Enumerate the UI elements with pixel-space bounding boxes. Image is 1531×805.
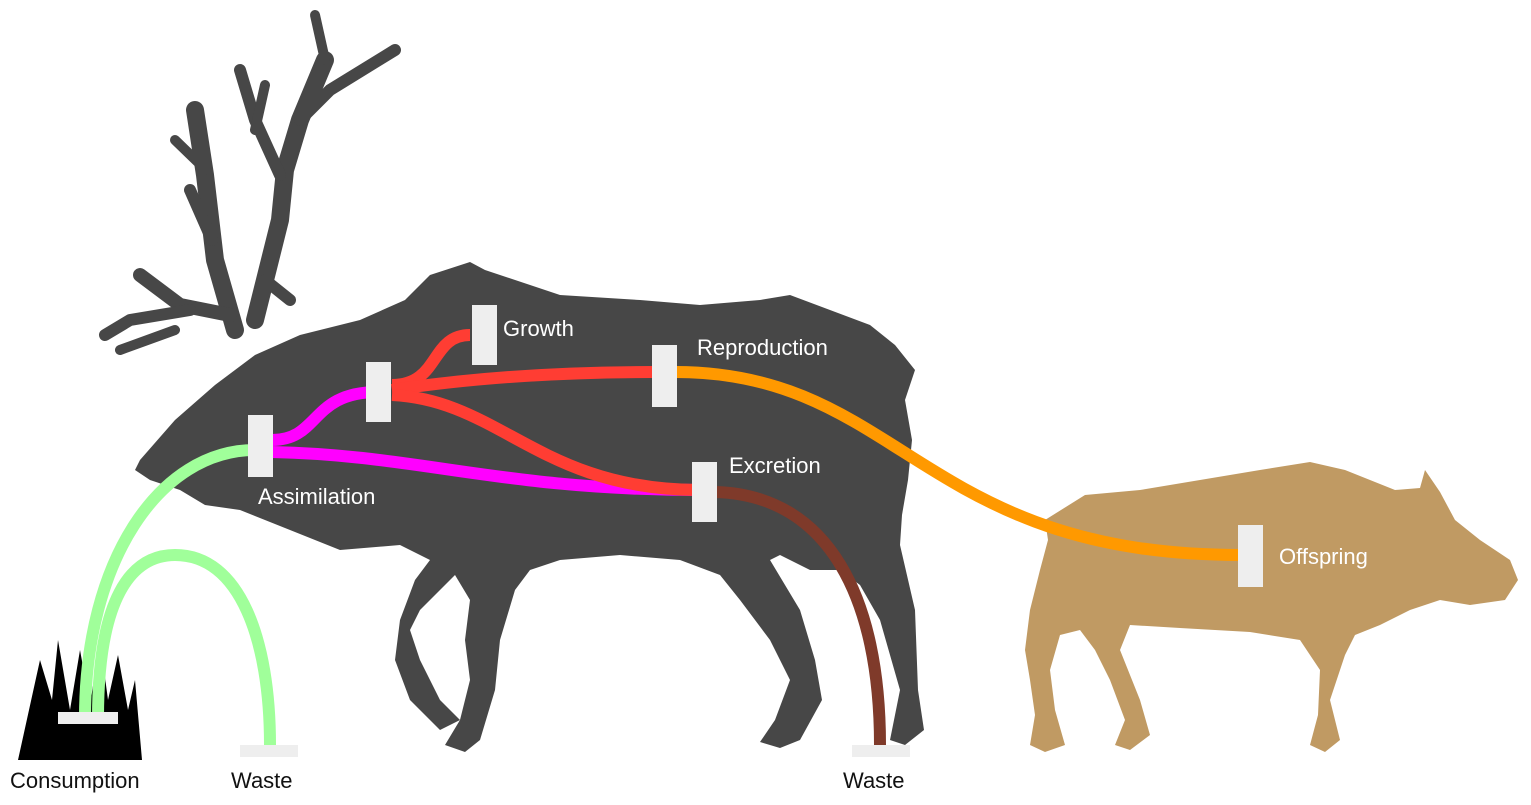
consumption-label: Consumption — [10, 768, 140, 793]
reproduction-label: Reproduction — [697, 335, 828, 360]
growth-node — [472, 305, 497, 365]
reproduction-node — [652, 345, 677, 407]
waste-left-node — [240, 745, 298, 757]
excretion-to-waste-flow — [714, 486, 886, 746]
waste-right-label: Waste — [843, 768, 905, 793]
consumption-to-waste-flow — [92, 548, 276, 746]
assimilation-to-production-flow — [271, 386, 379, 446]
elk-silhouette — [99, 10, 924, 752]
assimilation-label: Assimilation — [258, 484, 376, 509]
offspring-node — [1238, 525, 1263, 587]
waste-left-label: Waste — [231, 768, 293, 793]
flow-nodes — [58, 305, 1263, 757]
consumption-node — [58, 712, 118, 724]
offspring-label: Offspring — [1279, 544, 1368, 569]
growth-label: Growth — [503, 316, 574, 341]
calf-silhouette — [1025, 462, 1518, 752]
production-node — [366, 362, 391, 422]
reproduction-to-offspring-flow — [674, 366, 1241, 561]
assimilation-node — [248, 415, 273, 477]
excretion-node — [692, 462, 717, 522]
elk-antlers — [99, 10, 401, 355]
excretion-label: Excretion — [729, 453, 821, 478]
waste-right-node — [852, 745, 910, 757]
flow-paths — [79, 329, 1241, 746]
production-to-reproduction-flow — [391, 366, 656, 396]
consumption-to-assimilation-flow — [79, 444, 256, 719]
production-to-excretion-flow — [391, 389, 701, 496]
